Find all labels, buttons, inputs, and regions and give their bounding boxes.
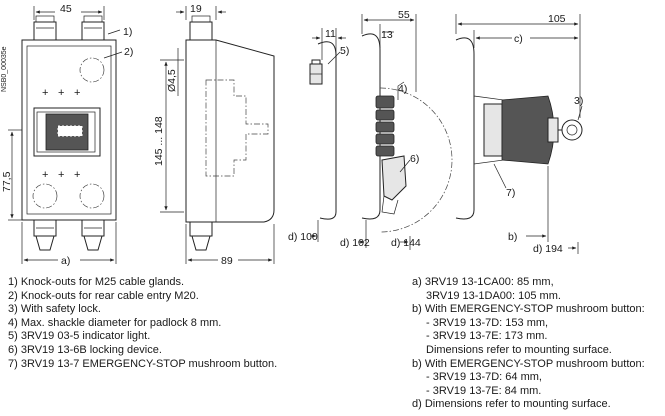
svg-text:+: +: [42, 169, 48, 181]
mushroom-button-view: 3) 7) 105 c) b) d) 194: [455, 13, 583, 255]
side-view: 19 Ø4,5 145 ... 148 89: [153, 3, 275, 267]
rear-knockout-bottom: [79, 183, 105, 209]
dim-11: 11: [325, 28, 336, 40]
dim-height-77-5: 77,5: [1, 171, 13, 192]
top-cable-glands: [33, 15, 105, 41]
dim-height-145-148: 145 ... 148: [153, 116, 165, 166]
legend-item: 2) Knock-outs for rear cable entry M20.: [8, 289, 199, 302]
legend-item: 3) With safety lock.: [8, 303, 101, 316]
emergency-stop-mushroom: [501, 95, 555, 165]
dim-d194: d) 194: [533, 243, 563, 255]
safety-lock-key: [561, 119, 583, 141]
legend-item: 5) 3RV19 03-5 indicator light.: [8, 330, 151, 343]
callout-3: 3): [574, 95, 583, 107]
callout-2: 2): [124, 46, 133, 58]
dim-d144: d) 144: [391, 237, 421, 249]
legend-item: 7) 3RV19 13-7 EMERGENCY-STOP mushroom bu…: [8, 357, 278, 370]
svg-text:+: +: [58, 169, 64, 181]
locking-device-view: 55 13 4) 6) d) 102 d) 144: [340, 9, 453, 250]
padlock-shackle-arc: [379, 87, 453, 233]
dim-a: a): [61, 255, 70, 267]
legend-item: a) 3RV19 13-1CA00: 85 mm,: [412, 276, 554, 288]
front-cover-outline: [26, 45, 112, 215]
dim-55: 55: [398, 9, 410, 21]
legend-right: a) 3RV19 13-1CA00: 85 mm, 3RV19 13-1DA00…: [412, 276, 645, 412]
dim-width-19: 19: [190, 3, 202, 15]
callout-4: 4): [398, 83, 407, 95]
callout-7: 7): [506, 187, 515, 199]
legend-item: - 3RV19 13-7D: 64 mm,: [426, 371, 542, 384]
dim-depth-89: 89: [221, 255, 233, 267]
svg-text:+: +: [74, 87, 80, 99]
legend-left: 1) Knock-outs for M25 cable glands. 2) K…: [8, 276, 277, 371]
legend-item: d) Dimensions refer to mounting surface.: [412, 398, 611, 411]
callout-5: 5): [340, 45, 349, 57]
legend-item: 6) 3RV19 13-6B locking device.: [8, 343, 162, 356]
svg-text:+: +: [74, 169, 80, 181]
front-view: NSB0_00035e + + + + + +: [1, 3, 133, 267]
bottom-cable-glands: [33, 219, 105, 251]
svg-text:+: +: [42, 87, 48, 99]
dim-c: c): [514, 33, 523, 45]
rear-knockout-bottom-left: [32, 183, 58, 209]
indicator-light-view: 11 5) d) 100: [288, 28, 349, 243]
svg-text:+: +: [58, 87, 64, 99]
callout-6: 6): [410, 153, 419, 165]
dim-b: b): [508, 231, 517, 243]
dim-d102: d) 102: [340, 237, 370, 249]
legend-item: - 3RV19 13-7E: 173 mm.: [426, 330, 548, 343]
mounting-marks: + + + + + +: [42, 87, 80, 181]
drawing-id: NSB0_00035e: [1, 46, 8, 92]
locking-device: [381, 155, 407, 201]
legend-item: b) With EMERGENCY-STOP mushroom button:: [412, 303, 645, 316]
side-profile-3: [455, 37, 475, 220]
dim-13: 13: [381, 29, 393, 41]
internal-breaker-hidden: [205, 79, 269, 177]
side-profile-1: [317, 41, 337, 220]
breaker-window: [33, 107, 101, 157]
callout-1: 1): [123, 26, 132, 38]
legend-item: 4) Max. shackle diameter for padlock 8 m…: [8, 316, 222, 329]
legend-item: 1) Knock-outs for M25 cable glands.: [8, 276, 185, 288]
side-enclosure: [185, 39, 275, 223]
legend-item: Dimensions refer to mounting surface.: [426, 343, 612, 356]
legend-item: 3RV19 13-1DA00: 105 mm.: [426, 289, 561, 302]
dim-105: 105: [548, 13, 566, 25]
button-collar: [483, 103, 503, 157]
dim-width-45: 45: [60, 3, 72, 15]
legend-item: b) With EMERGENCY-STOP mushroom button:: [412, 357, 645, 370]
rear-knockout-top: [79, 57, 105, 83]
dim-d100: d) 100: [288, 231, 318, 243]
dim-diameter: Ø4,5: [166, 69, 178, 92]
legend-item: - 3RV19 13-7D: 153 mm,: [426, 316, 549, 329]
legend-item: - 3RV19 13-7E: 84 mm.: [426, 384, 542, 397]
